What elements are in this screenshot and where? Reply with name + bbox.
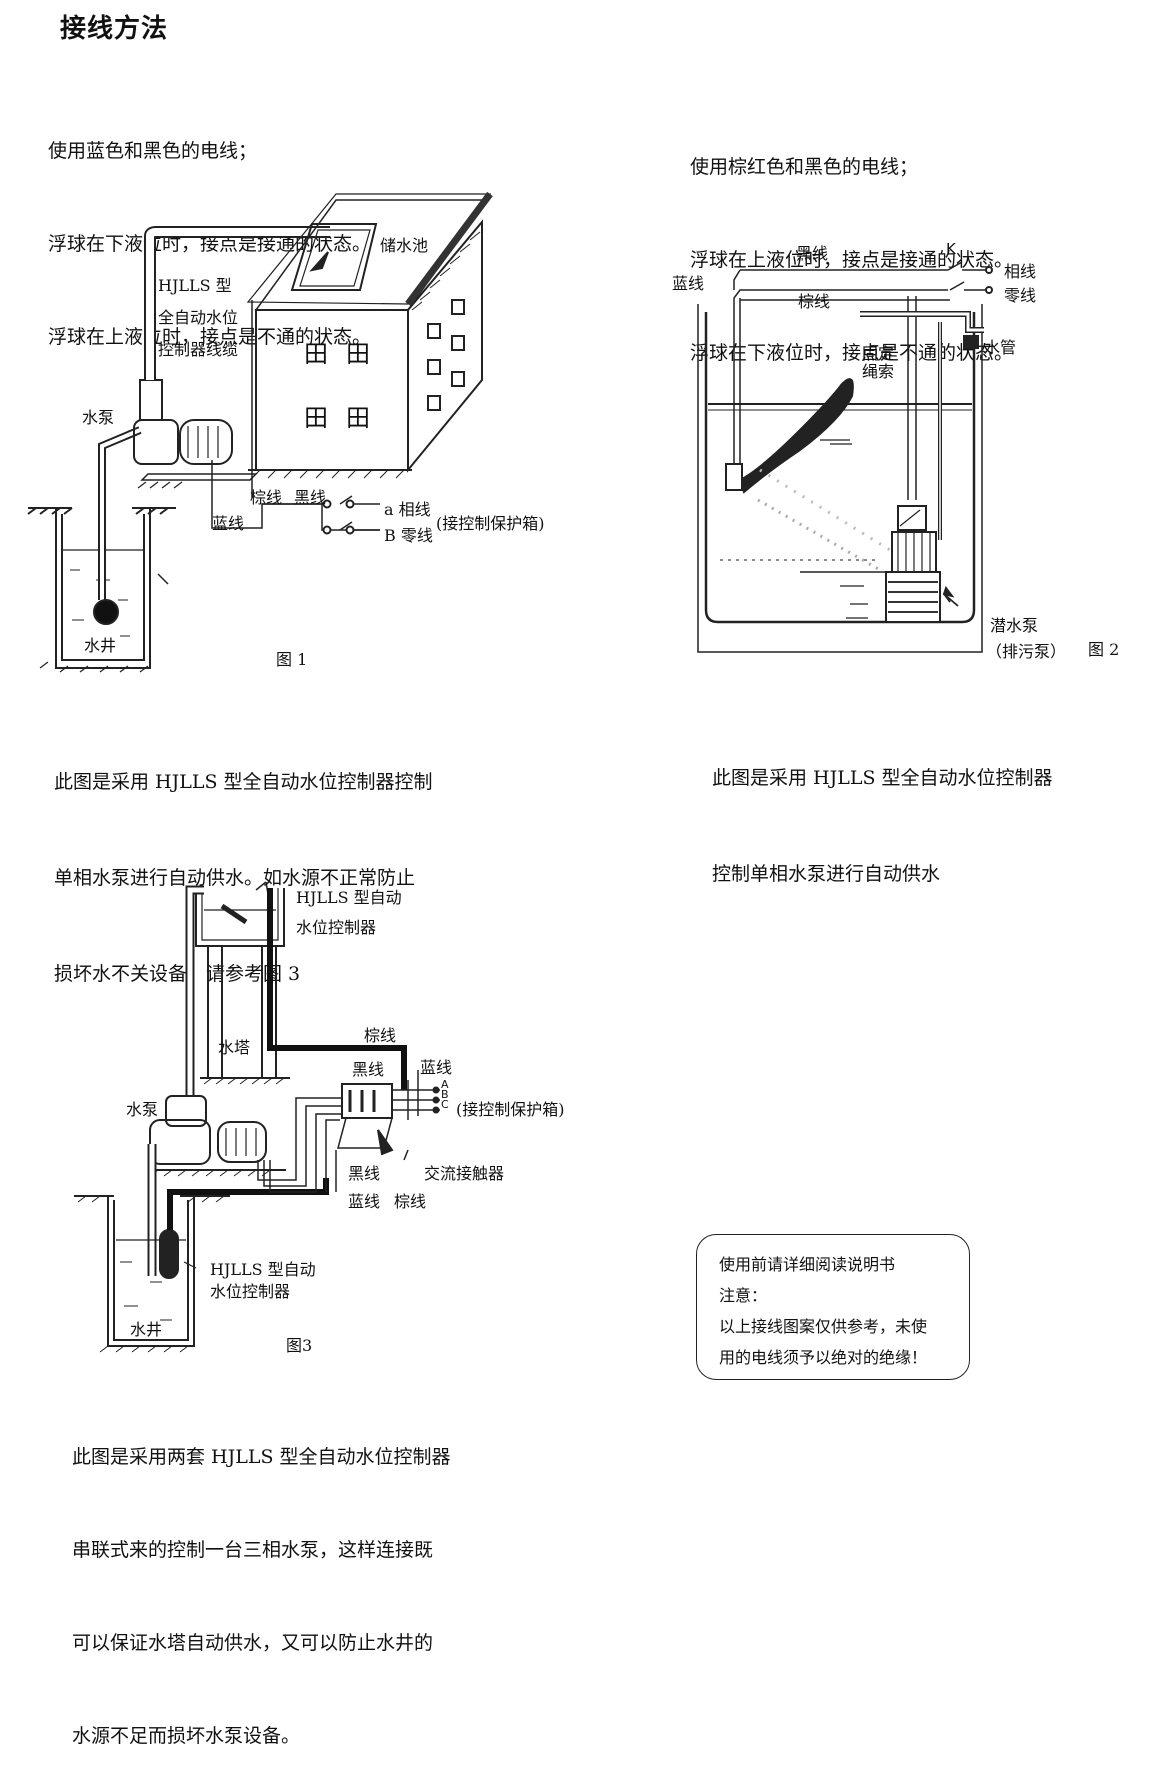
notice-line: 注意： (719, 1286, 768, 1305)
fig1-label-tank: 储水池 (380, 236, 429, 255)
section2-intro-line: 浮球在上液位时，接点是接通的状态。 (690, 249, 1014, 271)
section2-intro-line: 使用棕红色和黑色的电线； (690, 156, 919, 178)
fig2-label-pump: （排污泵） (986, 642, 1067, 661)
fig2-label-black: 黑线 (796, 244, 829, 263)
fig1-label-well: 水井 (84, 636, 117, 655)
fig2-label-rope: 固定 (862, 344, 895, 363)
figure-2-diagram (697, 261, 993, 653)
fig3-terminal-c: C (441, 1098, 449, 1111)
fig1-label-protect: (接控制保护箱) (436, 514, 545, 533)
fig2-label-neutral: 零线 (1004, 286, 1037, 305)
fig2-label-pump: 潜水泵 (990, 616, 1039, 635)
fig1-window-glyph: 田 (304, 340, 346, 368)
fig1-label-blue: 蓝线 (212, 514, 245, 533)
section3-description-line: 水源不足而损坏水泵设备。 (72, 1725, 301, 1747)
section3-description-line: 此图是采用两套 HJLLS 型全自动水位控制器 (72, 1446, 451, 1468)
notice-box: 使用前请详细阅读说明书 注意： 以上接线图案仅供参考，未使 用的电线须予以绝对的… (696, 1234, 970, 1380)
fig1-caption: 图 1 (276, 650, 308, 669)
fig3-label-brown-bottom: 棕线 (394, 1192, 427, 1211)
fig3-label-black-top: 黑线 (352, 1060, 385, 1079)
fig1-window-glyph: 田 (346, 340, 388, 368)
fig3-label-ctrl-bottom: HJLLS 型自动 (210, 1260, 316, 1279)
fig3-label-tower: 水塔 (218, 1038, 251, 1057)
section1-description-line: 单相水泵进行自动供水。如水源不正常防止 (54, 867, 416, 889)
figure-1-diagram (27, 191, 493, 673)
fig1-label-black: 黑线 (294, 488, 327, 507)
fig2-label-switch: K (946, 240, 956, 258)
fig3-label-ctrl-top: 水位控制器 (296, 918, 377, 937)
fig1-window: 田田 (304, 398, 388, 433)
fig3-terminals: A B C (441, 1078, 449, 1111)
fig2-label-brown: 棕线 (798, 292, 831, 311)
fig3-label-contactor: 交流接触器 (424, 1164, 505, 1183)
fig2-label-rope: 绳索 (862, 362, 895, 381)
fig3-label-well: 水井 (130, 1320, 163, 1339)
fig1-label-pump: 水泵 (82, 408, 115, 427)
section2-intro-line: 浮球在下液位时，接点是不通的状态。 (690, 342, 1014, 364)
section2-description-line: 控制单相水泵进行自动供水 (712, 863, 941, 885)
fig3-caption: 图3 (286, 1336, 313, 1355)
fig1-label-cable: HJLLS 型 (158, 276, 232, 295)
figure-3-diagram (74, 881, 440, 1353)
section3-description-line: 可以保证水塔自动供水，又可以防止水井的 (72, 1632, 434, 1654)
fig1-label-phase: a 相线 (384, 500, 431, 519)
section2-intro: 使用棕红色和黑色的电线； 浮球在上液位时，接点是接通的状态。 浮球在下液位时，接… (690, 90, 1013, 400)
fig3-label-ctrl-bottom: 水位控制器 (210, 1282, 291, 1301)
fig1-label-neutral: B 零线 (384, 526, 433, 545)
section3-description-line: 串联式来的控制一台三相水泵，这样连接既 (72, 1539, 434, 1561)
section3-description: 此图是采用两套 HJLLS 型全自动水位控制器 串联式来的控制一台三相水泵，这样… (72, 1380, 451, 1783)
section1-description: 此图是采用 HJLLS 型全自动水位控制器控制 单相水泵进行自动供水。如水源不正… (54, 702, 433, 1022)
fig1-label-cable: 控制器线缆 (158, 340, 239, 359)
fig1-window-glyph: 田 (304, 404, 346, 432)
notice-line: 以上接线图案仅供参考，未使 (719, 1317, 928, 1336)
fig3-label-protect: (接控制保护箱) (456, 1100, 565, 1119)
section2-description-line: 此图是采用 HJLLS 型全自动水位控制器 (712, 767, 1053, 789)
fig1-window: 田田 (304, 334, 388, 369)
section1-intro-line: 浮球在上液位时，接点是不通的状态。 (48, 326, 372, 348)
fig3-terminal-b: B (441, 1088, 449, 1101)
fig1-label-brown: 棕线 (250, 488, 283, 507)
fig3-label-blue-bottom: 蓝线 (348, 1192, 381, 1211)
fig3-label-black-bottom: 黑线 (348, 1164, 381, 1183)
section1-intro-line: 使用蓝色和黑色的电线； (48, 140, 258, 162)
fig3-label-blue-top: 蓝线 (420, 1058, 453, 1077)
section2-description: 此图是采用 HJLLS 型全自动水位控制器 控制单相水泵进行自动供水 (712, 698, 1053, 922)
section1-description-line: 此图是采用 HJLLS 型全自动水位控制器控制 (54, 771, 433, 793)
fig3-terminal-a: A (441, 1078, 449, 1091)
fig1-window-glyph: 田 (346, 404, 388, 432)
notice-line: 用的电线须予以绝对的绝缘！ (719, 1348, 928, 1367)
notice-line: 使用前请详细阅读说明书 (719, 1255, 896, 1274)
fig1-label-cable: 全自动水位 (158, 308, 239, 327)
fig3-label-brown-top: 棕线 (364, 1026, 397, 1045)
page-title: 接线方法 (60, 14, 169, 44)
fig2-label-phase: 相线 (1004, 262, 1037, 281)
fig2-label-blue: 蓝线 (672, 274, 705, 293)
fig3-label-pump: 水泵 (126, 1100, 159, 1119)
fig2-label-pipe: 水管 (984, 338, 1017, 357)
fig2-caption: 图 2 (1088, 640, 1120, 659)
section1-description-line: 损坏水不关设备，请参考图 3 (54, 963, 301, 985)
fig3-label-ctrl-top: HJLLS 型自动 (296, 888, 402, 907)
